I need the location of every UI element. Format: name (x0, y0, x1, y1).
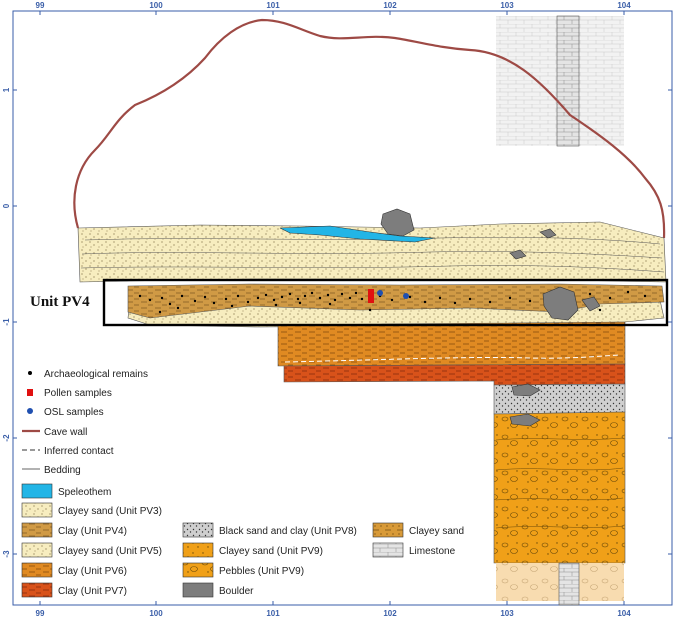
pv4-archaeological-remains (138, 290, 647, 314)
legend-pv8-icon (182, 522, 214, 538)
legend-limestone-label: Limestone (409, 546, 456, 557)
legend-pv4-icon (21, 522, 53, 538)
x-tick-top: 104 (617, 1, 631, 10)
legend-limestone-icon (372, 542, 404, 558)
legend-inferred-contact-label: Inferred contact (44, 446, 114, 457)
legend-pv5-icon (21, 542, 53, 558)
legend-pv9-sand-label: Clayey sand (Unit PV9) (219, 546, 323, 557)
legend-pv9-pebbles-label: Pebbles (Unit PV9) (219, 566, 304, 577)
boulder (511, 383, 541, 397)
x-axis-bottom: 99 100 101 102 103 104 (36, 601, 631, 618)
unit-pv4-label: Unit PV4 (30, 294, 90, 310)
cave-wall-outline (73, 18, 666, 239)
unit-pv6-layer (277, 321, 626, 367)
legend-pv3-icon (21, 502, 53, 518)
legend-pollen-label: Pollen samples (44, 388, 112, 399)
legend-pv6-icon (21, 562, 53, 578)
y-tick: -1 (2, 318, 11, 326)
y-tick: -3 (2, 550, 11, 558)
y-axis-left: 1 0 -1 -2 -3 (2, 87, 17, 558)
x-tick-top: 102 (383, 1, 397, 10)
x-tick-top: 99 (36, 1, 45, 10)
legend-pv4-label: Clay (Unit PV4) (58, 526, 127, 537)
legend-clayey-sand-icon (372, 522, 404, 538)
legend-archaeological-label: Archaeological remains (44, 369, 148, 380)
limestone-upper (556, 15, 580, 147)
legend-pv9-pebbles-icon (182, 562, 214, 578)
x-tick-bottom: 100 (149, 609, 163, 618)
unit-pv4-highlight-box (102, 278, 669, 327)
x-tick-bottom: 102 (383, 609, 397, 618)
y-axis-right (668, 89, 672, 555)
x-tick-bottom: 99 (36, 609, 45, 618)
x-tick-bottom: 103 (500, 609, 514, 618)
x-tick-top: 100 (149, 1, 163, 10)
legend-pv9-sand-icon (182, 542, 214, 558)
unit-pv3-layer (77, 221, 667, 283)
pollen-sample-marker (368, 289, 374, 303)
plot-frame (12, 10, 673, 606)
legend-bedding-label: Bedding (44, 465, 81, 476)
legend-speleothem-label: Speleothem (58, 487, 111, 498)
unit-pv9-pebbles-layer (493, 411, 626, 564)
y-tick: -2 (2, 434, 11, 442)
legend: Archaeological remains Pollen samples OS… (21, 369, 464, 598)
boulder (542, 286, 579, 321)
legend-pv8-label: Black sand and clay (Unit PV8) (219, 526, 357, 537)
x-tick-bottom: 101 (266, 609, 280, 618)
legend-speleothem-icon (21, 483, 53, 499)
y-tick: 1 (2, 87, 11, 92)
osl-sample-marker (403, 293, 409, 299)
boulder (509, 413, 541, 427)
boulder (539, 228, 557, 239)
x-tick-top: 101 (266, 1, 280, 10)
legend-pv5-label: Clayey sand (Unit PV5) (58, 546, 162, 557)
unit-pv7-layer (283, 363, 626, 386)
legend-boulder-label: Boulder (219, 586, 254, 597)
legend-cave-wall-label: Cave wall (44, 427, 87, 438)
boulder (380, 208, 415, 237)
legend-boulder-icon (182, 582, 214, 598)
legend-pv7-icon (21, 582, 53, 598)
boulder (581, 296, 601, 312)
legend-osl-icon (27, 408, 33, 414)
boulder (509, 249, 527, 260)
legend-clayey-sand-label: Clayey sand (409, 526, 464, 537)
pv9-bedding-lines (495, 437, 624, 529)
speleothem-deposit (279, 225, 436, 243)
legend-osl-label: OSL samples (44, 407, 104, 418)
inferred-contact-line (284, 354, 621, 363)
x-tick-top: 103 (500, 1, 514, 10)
legend-pollen-icon (27, 389, 33, 396)
limestone-lower (558, 562, 580, 606)
legend-archaeological-icon (28, 371, 32, 375)
y-tick: 0 (2, 203, 11, 208)
x-axis-top: 99 100 101 102 103 104 (36, 1, 631, 15)
legend-pv3-label: Clayey sand (Unit PV3) (58, 506, 162, 517)
osl-sample-marker (377, 290, 383, 296)
legend-pv7-label: Clay (Unit PV7) (58, 586, 127, 597)
x-tick-bottom: 104 (617, 609, 631, 618)
legend-pv6-label: Clay (Unit PV6) (58, 566, 127, 577)
